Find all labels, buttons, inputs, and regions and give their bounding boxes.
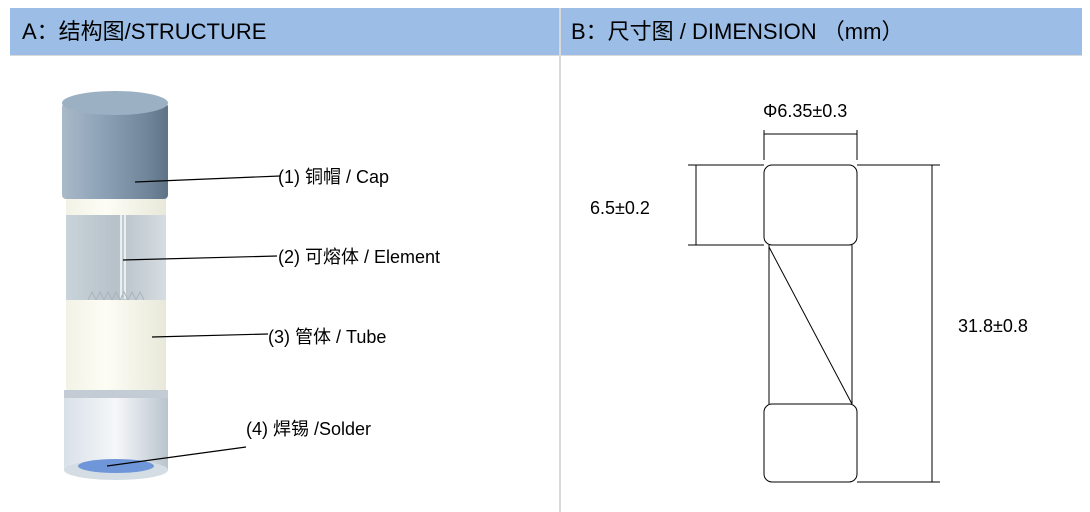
element-leader: [122, 255, 278, 261]
tube-body: [66, 300, 166, 390]
solder-leader: [106, 446, 247, 467]
cap-shape: [62, 91, 168, 199]
column-divider: [559, 8, 561, 512]
part-label-tube: (3) 管体 / Tube: [268, 327, 387, 347]
dimension-header: B：尺寸图 / DIMENSION （mm）: [561, 8, 1082, 55]
bottom-cap-shape: [64, 390, 168, 480]
dim-bottom-cap: [763, 403, 858, 483]
glass-window: [66, 215, 166, 302]
dim-total-length-label: 31.8±0.8: [958, 316, 1028, 336]
part-label-solder: (4) 焊锡 /Solder: [246, 419, 372, 439]
part-label-element: (2) 可熔体 / Element: [278, 247, 441, 267]
cap-leader: [134, 175, 281, 183]
tube-band: [66, 199, 166, 215]
structure-header: A：结构图/STRUCTURE: [10, 8, 559, 55]
dim-diameter-label: Φ6.35±0.3: [763, 101, 848, 121]
tube-leader: [151, 333, 269, 338]
part-label-cap: (1) 铜帽 / Cap: [278, 167, 390, 187]
header-divider: [10, 55, 1082, 56]
dim-element-wire: [768, 246, 853, 405]
structure-title: A：结构图/STRUCTURE: [22, 19, 267, 44]
dimension-title: B：尺寸图 / DIMENSION （mm）: [571, 19, 904, 44]
dim-top-cap: [763, 164, 858, 246]
dim-cap-length-label: 6.5±0.2: [590, 198, 650, 218]
